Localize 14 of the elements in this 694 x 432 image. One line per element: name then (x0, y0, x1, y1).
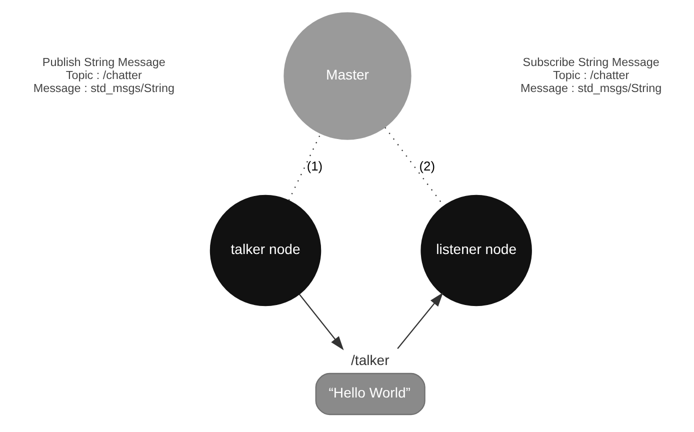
node-circle: Master (283, 12, 411, 140)
edge-label: (2) (418, 158, 435, 174)
edge-label: (1) (306, 158, 322, 174)
label: Topic : /chatter (65, 68, 142, 82)
label: Publish String Message (42, 56, 165, 70)
label: Message : std_msgs/String (520, 82, 662, 95)
node-circle: talker node (209, 194, 321, 306)
label: Message : std_msgs/String (32, 82, 174, 95)
arrow (298, 294, 344, 350)
node-label: /talker (350, 352, 389, 368)
label: Subscribe String Message (522, 56, 659, 70)
arrow (396, 292, 443, 349)
connector (288, 133, 321, 201)
label: Topic : /chatter (552, 68, 629, 82)
